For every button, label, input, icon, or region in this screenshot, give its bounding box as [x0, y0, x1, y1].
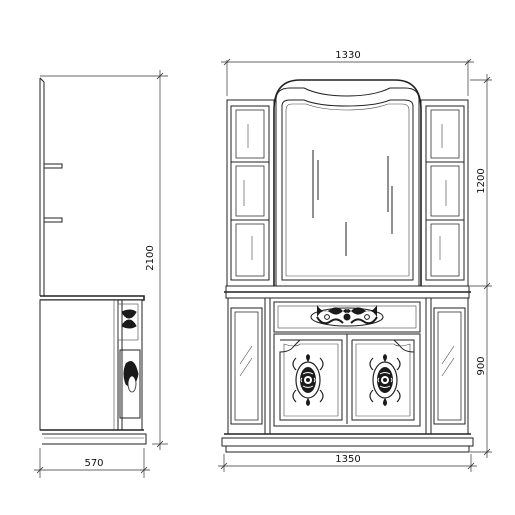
front-dimensions: 1330 1200 900 1350	[218, 50, 492, 472]
top-width-label: 1330	[335, 50, 360, 61]
side-dimensions: 2100 570	[34, 70, 168, 478]
front-view	[221, 79, 474, 453]
side-view	[39, 77, 147, 445]
lower-height-label: 900	[476, 356, 487, 375]
height-label: 2100	[145, 245, 156, 270]
depth-label: 570	[84, 458, 103, 469]
bottom-width-label: 1350	[335, 454, 360, 465]
upper-height-label: 1200	[476, 168, 487, 193]
